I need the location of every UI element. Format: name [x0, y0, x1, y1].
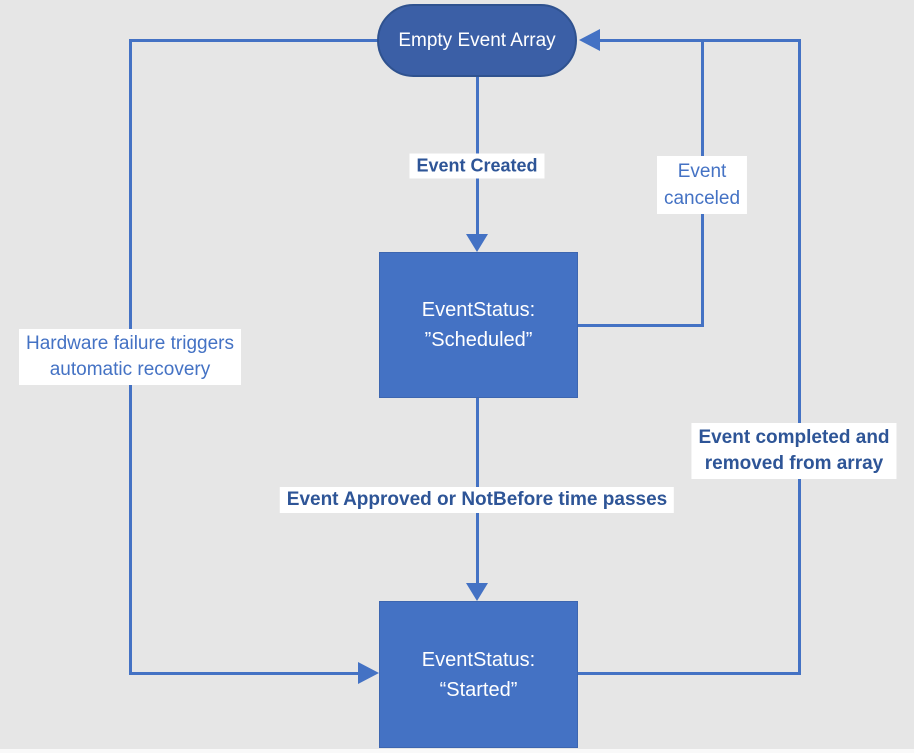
connector-return-to-empty-array	[600, 39, 801, 42]
arrowhead-into-empty-array-icon	[579, 29, 600, 51]
node-scheduled-line2: ”Scheduled”	[424, 329, 533, 351]
node-scheduled-line1: EventStatus:	[421, 299, 536, 321]
node-eventstatus-started: EventStatus: “Started”	[379, 601, 578, 748]
edge-label-hardware-failure-line2: automatic recovery	[49, 359, 211, 380]
connector-event-completed-vertical	[798, 39, 801, 675]
connector-hardware-recovery-bottom	[129, 672, 360, 675]
connector-event-completed-horizontal	[576, 672, 801, 675]
connector-hardware-recovery-top	[129, 39, 378, 42]
edge-label-event-canceled-line2: canceled	[663, 188, 741, 209]
canvas-bottom-edge	[0, 749, 914, 753]
edge-label-event-approved: Event Approved or NotBefore time passes	[279, 487, 675, 513]
node-eventstatus-scheduled: EventStatus: ”Scheduled”	[379, 252, 578, 398]
edge-label-event-completed: Event completed and removed from array	[691, 423, 897, 479]
edge-label-event-canceled-line1: Event	[677, 161, 727, 182]
node-empty-event-array-label: Empty Event Array	[398, 29, 556, 51]
arrowhead-into-started-top-icon	[466, 583, 488, 601]
edge-label-event-approved-text: Event Approved or NotBefore time passes	[286, 489, 668, 510]
edge-label-event-completed-line2: removed from array	[704, 453, 884, 474]
connector-event-canceled-horizontal	[576, 324, 704, 327]
edge-label-event-created-text: Event Created	[416, 155, 538, 176]
node-started-line2: “Started”	[439, 678, 518, 701]
edge-label-hardware-failure: Hardware failure triggers automatic reco…	[18, 329, 242, 385]
node-started-line1: EventStatus:	[421, 648, 536, 671]
edge-label-event-created: Event Created	[409, 153, 545, 179]
arrowhead-into-scheduled-icon	[466, 234, 488, 252]
edge-label-event-completed-line1: Event completed and	[698, 427, 890, 448]
edge-label-event-canceled: Event canceled	[656, 156, 748, 214]
arrowhead-into-started-left-icon	[358, 662, 379, 684]
edge-label-hardware-failure-line1: Hardware failure triggers	[25, 333, 235, 354]
node-empty-event-array: Empty Event Array	[377, 4, 577, 77]
